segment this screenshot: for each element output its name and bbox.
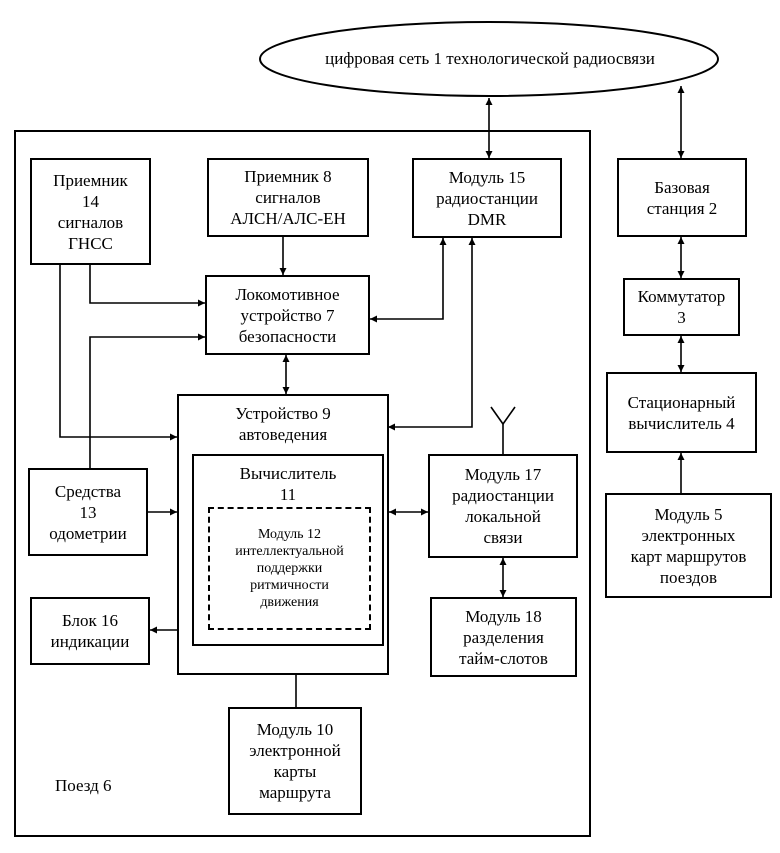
link-gnss-autodrive — [60, 265, 177, 437]
dmr-line-1: Модуль 15 — [449, 167, 526, 188]
autodrive-line-2: автоведения — [239, 424, 327, 445]
gnss-line-3: сигналов — [58, 212, 123, 233]
odometry-line-2: 13 — [80, 502, 97, 523]
route-map-line-1: Модуль 10 — [257, 719, 334, 740]
base-station-line-2: станция 2 — [647, 198, 718, 219]
route-map-line-3: карты — [274, 761, 317, 782]
rhythm-line-2: интеллектуальной — [235, 543, 344, 560]
rhythm-line-1: Модуль 12 — [258, 526, 321, 543]
switch-block: Коммутатор 3 — [623, 278, 740, 336]
gnss-line-2: 14 — [82, 191, 99, 212]
rhythm-line-5: движения — [260, 594, 318, 611]
computer-line-1: Вычислитель — [240, 463, 337, 484]
alsn-line-3: АЛСН/АЛС-ЕН — [230, 208, 346, 229]
timeslot-line-2: разделения — [463, 627, 544, 648]
autodrive-line-1: Устройство 9 — [235, 403, 330, 424]
odometry-line-3: одометрии — [49, 523, 126, 544]
antenna-right — [503, 407, 515, 424]
route-map-line-4: маршрута — [259, 782, 331, 803]
safety-line-3: безопасности — [239, 326, 337, 347]
link-autodrive-dmr — [388, 238, 472, 427]
alsn-line-1: Приемник 8 — [244, 166, 331, 187]
rhythm-line-3: поддержки — [257, 560, 323, 577]
indication-line-2: индикации — [51, 631, 130, 652]
alsn-line-2: сигналов — [255, 187, 320, 208]
gnss-receiver-block: Приемник 14 сигналов ГНСС — [30, 158, 151, 265]
base-station-line-1: Базовая — [654, 177, 710, 198]
dmr-line-3: DMR — [468, 209, 507, 230]
local-radio-line-3: локальной — [465, 506, 541, 527]
rhythm-line-4: ритмичности — [250, 577, 329, 594]
dmr-module-block: Модуль 15 радиостанции DMR — [412, 158, 562, 238]
odometry-block: Средства 13 одометрии — [28, 468, 148, 556]
gnss-line-1: Приемник — [53, 170, 128, 191]
local-radio-line-4: связи — [484, 527, 523, 548]
e-maps-line-1: Модуль 5 — [654, 504, 722, 525]
odometry-line-1: Средства — [55, 481, 121, 502]
timeslot-line-1: Модуль 18 — [465, 606, 542, 627]
dmr-line-2: радиостанции — [436, 188, 538, 209]
link-gnss-safety — [90, 265, 205, 303]
alsn-receiver-block: Приемник 8 сигналов АЛСН/АЛС-ЕН — [207, 158, 369, 237]
e-maps-block: Модуль 5 электронных карт маршрутов поез… — [605, 493, 772, 598]
indication-line-1: Блок 16 — [62, 610, 118, 631]
safety-device-block: Локомотивное устройство 7 безопасности — [205, 275, 370, 355]
computer-title: Вычислитель 11 — [240, 463, 337, 505]
safety-line-1: Локомотивное — [235, 284, 339, 305]
e-maps-line-4: поездов — [660, 567, 717, 588]
stationary-computer-block: Стационарный вычислитель 4 — [606, 372, 757, 453]
route-map-block: Модуль 10 электронной карты маршрута — [228, 707, 362, 815]
switch-line-1: Коммутатор — [638, 286, 726, 307]
stationary-line-2: вычислитель 4 — [628, 413, 734, 434]
rhythm-module-block: Модуль 12 интеллектуальной поддержки рит… — [208, 507, 371, 630]
local-radio-block: Модуль 17 радиостанции локальной связи — [428, 454, 578, 558]
network-label: цифровая сеть 1 технологической радиосвя… — [290, 49, 690, 69]
route-map-line-2: электронной — [249, 740, 340, 761]
computer-line-2: 11 — [280, 484, 296, 505]
autodrive-title: Устройство 9 автоведения — [235, 403, 330, 445]
indication-block: Блок 16 индикации — [30, 597, 150, 665]
stationary-line-1: Стационарный — [628, 392, 736, 413]
antenna-left — [491, 407, 503, 424]
local-radio-line-2: радиостанции — [452, 485, 554, 506]
base-station-block: Базовая станция 2 — [617, 158, 747, 237]
timeslot-block: Модуль 18 разделения тайм-слотов — [430, 597, 577, 677]
local-radio-line-1: Модуль 17 — [465, 464, 542, 485]
gnss-line-4: ГНСС — [68, 233, 113, 254]
safety-line-2: устройство 7 — [241, 305, 335, 326]
e-maps-line-3: карт маршрутов — [631, 546, 747, 567]
timeslot-line-3: тайм-слотов — [459, 648, 548, 669]
train-label: Поезд 6 — [55, 776, 112, 796]
link-safety-dmr — [370, 238, 443, 319]
switch-line-2: 3 — [677, 307, 686, 328]
e-maps-line-2: электронных — [642, 525, 736, 546]
